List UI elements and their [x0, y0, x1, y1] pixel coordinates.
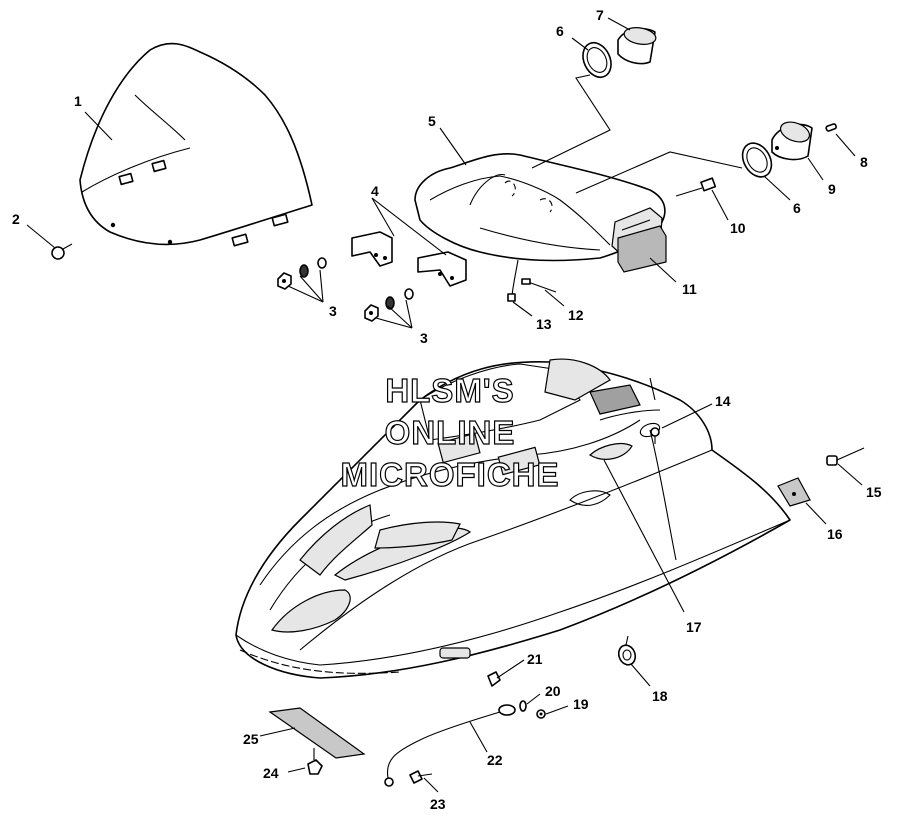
bolt-part-23 — [409, 770, 433, 784]
gauge-ring-part — [582, 41, 612, 79]
bracket-part — [351, 231, 467, 287]
callout-16: 16 — [827, 526, 843, 542]
callout-7: 7 — [596, 7, 604, 23]
callout-14: 14 — [715, 393, 731, 409]
watermark-line-1: HLSM'S — [385, 372, 514, 409]
screw-part-21 — [487, 671, 501, 687]
callout-23: 23 — [430, 796, 446, 812]
callout-3a: 3 — [329, 303, 337, 319]
screw-part-24 — [307, 748, 323, 775]
callout-6b: 6 — [793, 200, 801, 216]
callout-25: 25 — [243, 731, 259, 747]
callout-13: 13 — [536, 316, 552, 332]
callout-4: 4 — [371, 183, 379, 199]
plate-part — [268, 707, 366, 759]
callout-8: 8 — [860, 154, 868, 170]
callout-labels: 1 2 3 3 4 5 6 6 7 8 9 10 11 12 13 14 15 … — [12, 7, 882, 812]
callout-12: 12 — [568, 307, 584, 323]
watermark-line-2: ONLINE — [385, 414, 516, 451]
clip-part — [777, 477, 811, 507]
nut-part-19 — [536, 709, 546, 719]
bolt-part — [826, 447, 865, 466]
callout-22: 22 — [487, 752, 503, 768]
gauge-part-2 — [771, 121, 813, 161]
callout-15: 15 — [866, 484, 882, 500]
cable-part — [384, 704, 516, 787]
callout-20: 20 — [545, 683, 561, 699]
callout-2: 2 — [12, 211, 20, 227]
watermark: HLSM'S ONLINE MICROFICHE — [340, 371, 560, 493]
callout-24: 24 — [263, 765, 279, 781]
callout-3b: 3 — [420, 330, 428, 346]
callout-9: 9 — [828, 181, 836, 197]
callout-6a: 6 — [556, 23, 564, 39]
callout-19: 19 — [573, 696, 589, 712]
callout-11: 11 — [682, 281, 697, 297]
windshield-part — [79, 42, 313, 247]
callout-18: 18 — [652, 688, 668, 704]
screw-part-14 — [650, 427, 660, 444]
nut-washer-part — [277, 257, 414, 322]
hood-part — [235, 358, 791, 679]
grommet-part — [617, 635, 637, 666]
watermark-line-3: MICROFICHE — [341, 456, 560, 493]
callout-1: 1 — [74, 93, 82, 109]
callout-21: 21 — [527, 651, 543, 667]
callout-17: 17 — [686, 619, 702, 635]
harness-part — [507, 259, 519, 302]
connector-part — [675, 177, 717, 197]
washer-part-20 — [519, 700, 527, 712]
callout-10: 10 — [730, 220, 746, 236]
foam-pad-part — [617, 225, 667, 273]
bulb-part — [825, 123, 837, 132]
leader-lines — [26, 17, 863, 793]
screw-part — [51, 243, 73, 260]
cable-tie-part — [521, 278, 557, 293]
gauge-ring-part-2 — [741, 142, 773, 178]
gauge-part — [617, 27, 657, 65]
callout-5: 5 — [428, 113, 436, 129]
